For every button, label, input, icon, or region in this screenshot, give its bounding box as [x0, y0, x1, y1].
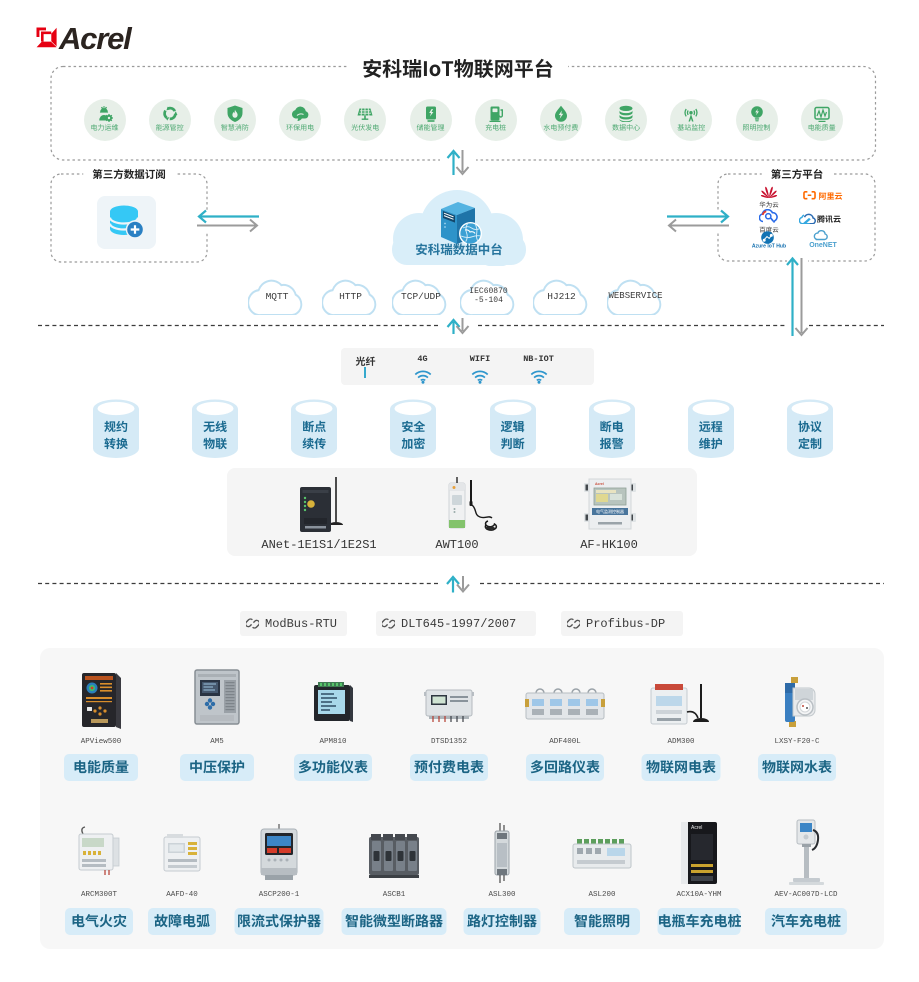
svg-text:Acrel: Acrel — [691, 825, 702, 831]
svg-text:Acrel: Acrel — [595, 482, 604, 486]
svg-text:电气监测控制器: 电气监测控制器 — [596, 508, 624, 514]
